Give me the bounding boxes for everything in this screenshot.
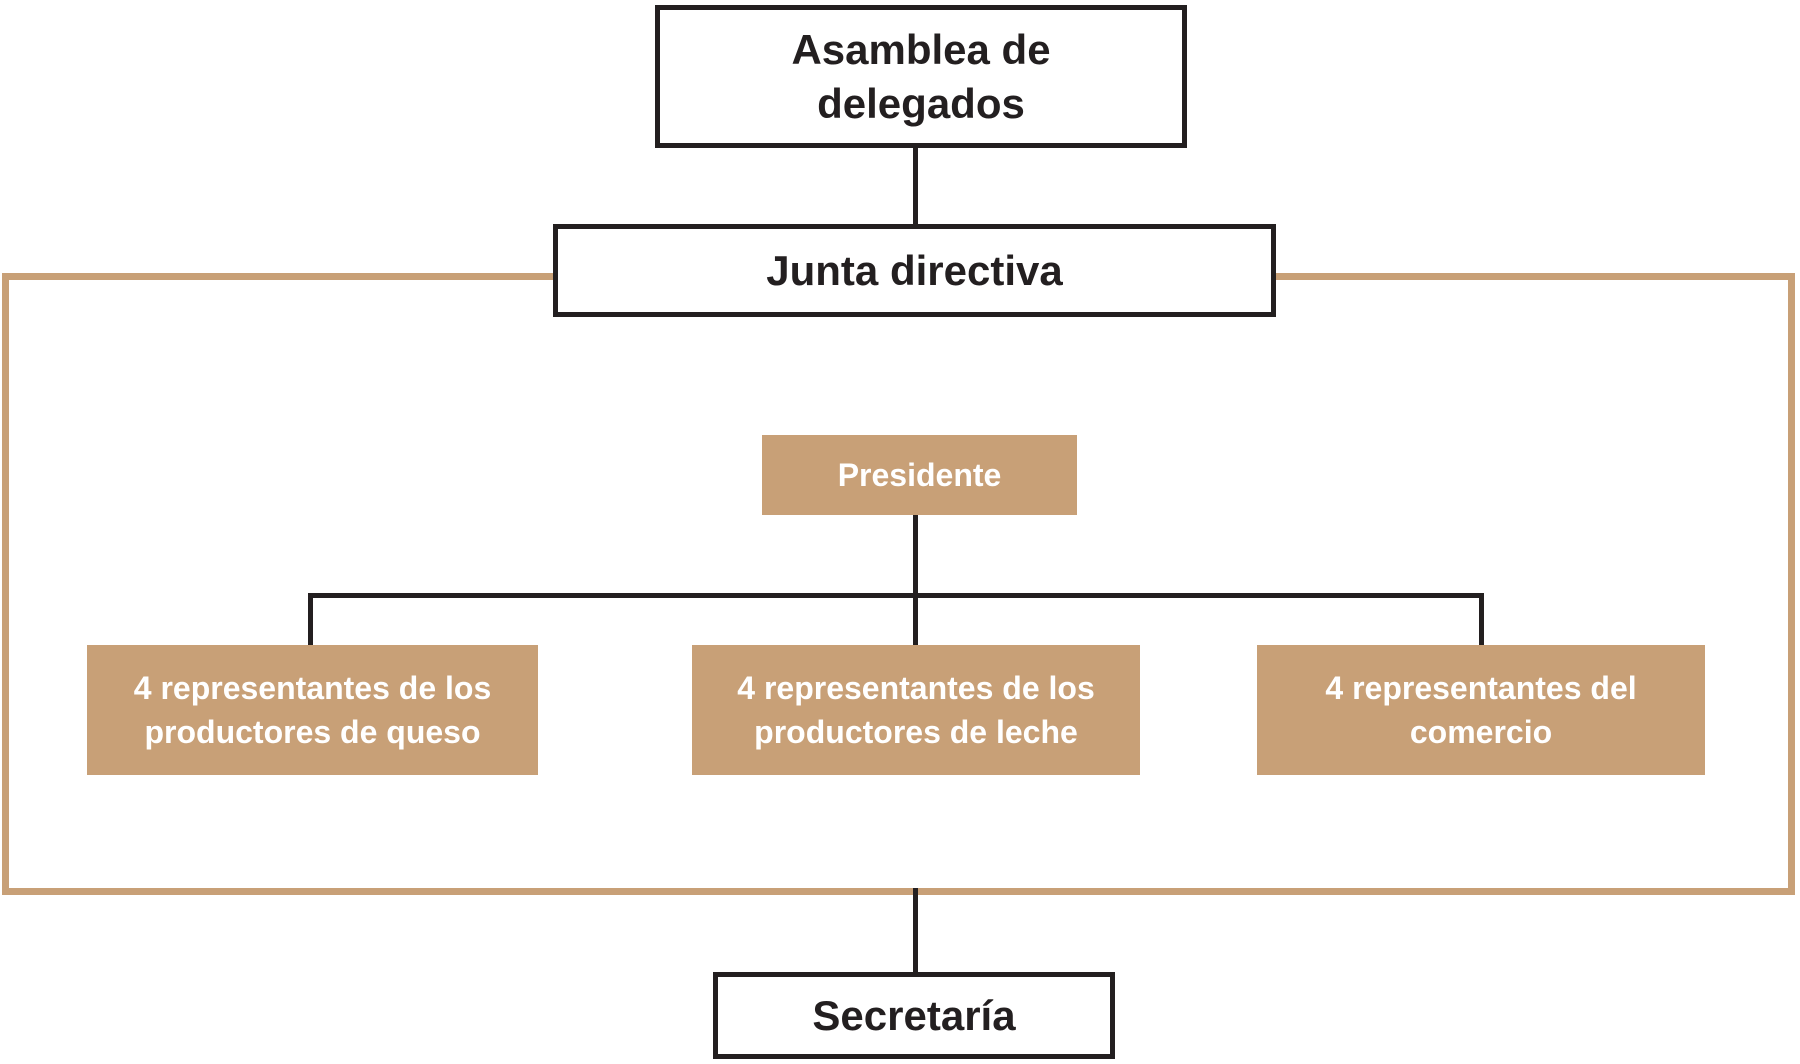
- connector-assembly-board: [913, 148, 918, 226]
- node-assembly-of-delegates: Asamblea de delegados: [655, 5, 1187, 148]
- node-board-of-directors: Junta directiva: [553, 224, 1276, 317]
- connector-president-stem: [913, 515, 918, 645]
- connector-drop-right: [1479, 593, 1484, 645]
- connector-frame-secretariat: [913, 888, 918, 972]
- node-milk-producers-representatives: 4 representantes de los productores de l…: [692, 645, 1140, 775]
- connector-drop-left: [308, 593, 313, 645]
- node-commerce-representatives: 4 representantes del comercio: [1257, 645, 1705, 775]
- board-scope-frame: [2, 273, 1795, 895]
- node-cheese-producers-representatives: 4 representantes de los productores de q…: [87, 645, 538, 775]
- node-secretariat: Secretaría: [713, 972, 1115, 1059]
- connector-members-horizontal: [308, 593, 1484, 598]
- node-president: Presidente: [762, 435, 1077, 515]
